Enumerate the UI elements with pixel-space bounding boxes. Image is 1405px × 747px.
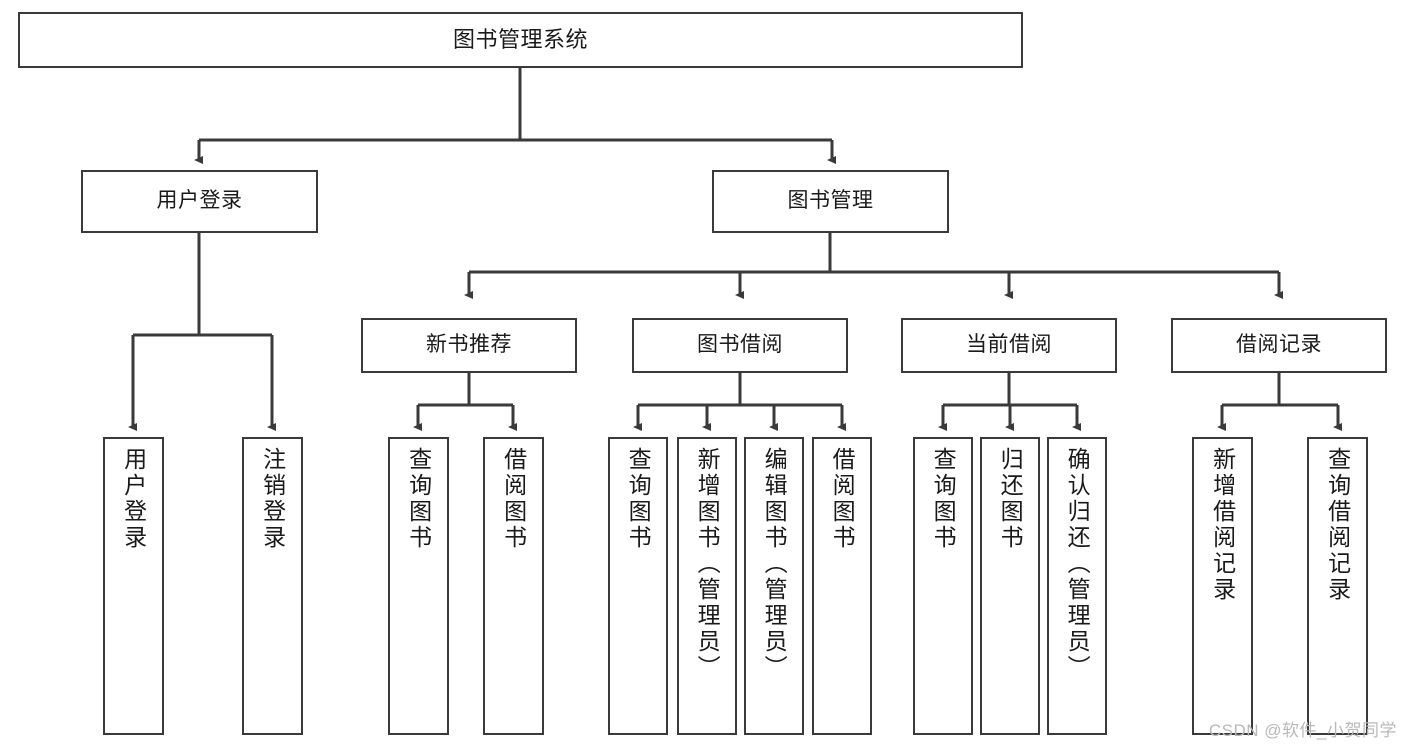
node-leaf-edit-book[interactable]: 编辑图书（管理员）: [744, 437, 804, 735]
node-leaf-add-record[interactable]: 新增借阅记录: [1192, 437, 1253, 735]
node-book-manage[interactable]: 图书管理: [712, 170, 949, 233]
node-leaf-return-book-label: 归还图书: [997, 447, 1024, 551]
node-leaf-query-book-1[interactable]: 查询图书: [388, 437, 449, 735]
node-current-borrow-label: 当前借阅: [966, 333, 1052, 357]
node-leaf-query-book-2-label: 查询图书: [625, 447, 652, 551]
node-book-manage-label: 图书管理: [787, 189, 874, 213]
node-leaf-query-book-2[interactable]: 查询图书: [608, 437, 668, 735]
node-user-login-label: 用户登录: [156, 189, 243, 213]
node-borrow-record-label: 借阅记录: [1236, 333, 1322, 357]
node-leaf-query-record[interactable]: 查询借阅记录: [1307, 437, 1368, 735]
node-leaf-borrow-book-2-label: 借阅图书: [829, 447, 856, 551]
watermark-text: CSDN @软件_小贺同学: [1208, 721, 1397, 740]
node-leaf-edit-book-label: 编辑图书（管理员）: [761, 447, 788, 681]
node-leaf-borrow-book-1[interactable]: 借阅图书: [483, 437, 544, 735]
node-current-borrow[interactable]: 当前借阅: [901, 318, 1117, 373]
node-leaf-query-book-3[interactable]: 查询图书: [913, 437, 973, 735]
node-book-borrow[interactable]: 图书借阅: [632, 318, 848, 373]
node-user-login[interactable]: 用户登录: [81, 170, 318, 233]
node-leaf-query-book-1-label: 查询图书: [405, 447, 432, 551]
node-new-book-rec[interactable]: 新书推荐: [361, 318, 577, 373]
node-borrow-record[interactable]: 借阅记录: [1171, 318, 1387, 373]
node-book-borrow-label: 图书借阅: [697, 333, 783, 357]
node-leaf-borrow-book-2[interactable]: 借阅图书: [812, 437, 872, 735]
node-leaf-borrow-book-1-label: 借阅图书: [500, 447, 527, 551]
node-leaf-user-login[interactable]: 用户登录: [103, 437, 164, 735]
node-leaf-add-book-label: 新增图书（管理员）: [694, 447, 721, 681]
node-root[interactable]: 图书管理系统: [18, 12, 1023, 68]
node-leaf-return-book[interactable]: 归还图书: [980, 437, 1040, 735]
node-leaf-confirm-return-label: 确认归还（管理员）: [1064, 447, 1091, 681]
node-new-book-rec-label: 新书推荐: [426, 333, 512, 357]
node-leaf-query-book-3-label: 查询图书: [930, 447, 957, 551]
node-leaf-query-record-label: 查询借阅记录: [1324, 447, 1351, 603]
node-root-label: 图书管理系统: [452, 27, 588, 53]
node-leaf-user-login-label: 用户登录: [120, 447, 147, 551]
node-leaf-user-logout-label: 注销登录: [259, 447, 286, 551]
node-leaf-confirm-return[interactable]: 确认归还（管理员）: [1047, 437, 1107, 735]
node-leaf-add-book[interactable]: 新增图书（管理员）: [677, 437, 737, 735]
node-leaf-add-record-label: 新增借阅记录: [1209, 447, 1236, 603]
node-leaf-user-logout[interactable]: 注销登录: [242, 437, 303, 735]
